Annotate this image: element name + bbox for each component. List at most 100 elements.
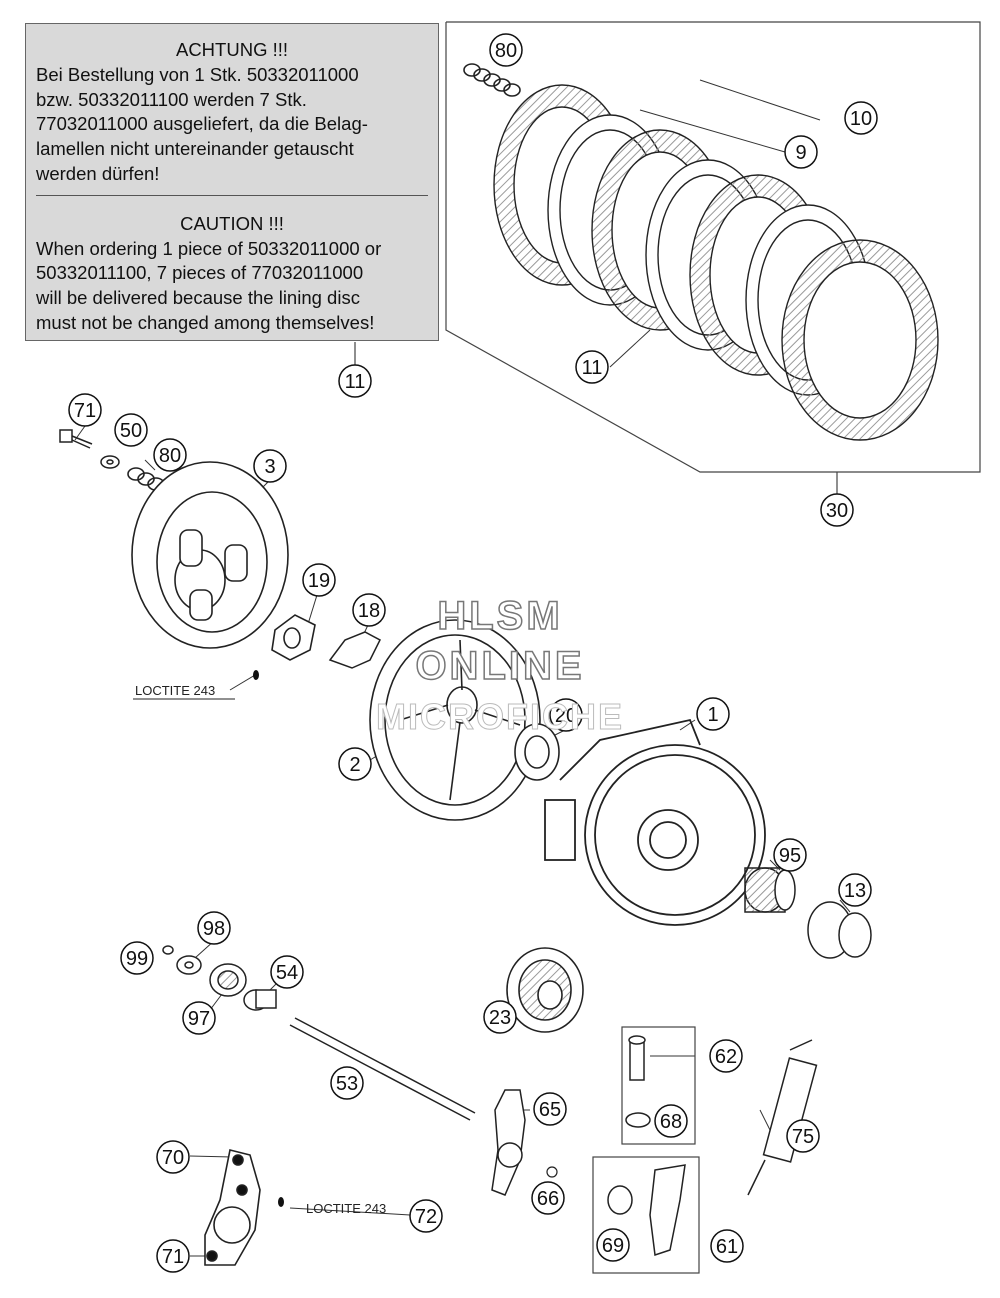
german-notice-line: 77032011000 ausgeliefert, da die Belag- — [36, 113, 368, 135]
svg-text:20: 20 — [555, 705, 577, 727]
svg-text:69: 69 — [602, 1235, 624, 1257]
callout-68: 68 — [654, 1104, 688, 1138]
notice-divider — [36, 194, 428, 196]
circlip-99 — [162, 945, 174, 955]
bleeder-screw — [628, 1035, 646, 1081]
english-notice-title: CAUTION !!! — [180, 212, 284, 234]
svg-text:2: 2 — [349, 754, 360, 776]
svg-text:11: 11 — [345, 371, 366, 393]
callout-54: 54 — [270, 955, 304, 989]
svg-text:61: 61 — [716, 1236, 738, 1258]
svg-text:9: 9 — [795, 142, 806, 164]
svg-text:13: 13 — [844, 880, 866, 902]
svg-text:72: 72 — [415, 1206, 437, 1228]
spring-80 — [463, 63, 521, 97]
lever-61 — [649, 1164, 686, 1257]
german-notice-line: bzw. 50332011100 werden 7 Stk. — [36, 88, 307, 110]
german-notice-title: ACHTUNG !!! — [175, 39, 289, 60]
english-notice-line: must not be changed among themselves! — [36, 311, 375, 333]
callout-95: 95 — [773, 838, 807, 872]
seal-ring-68 — [625, 1112, 651, 1128]
callout-9: 9 — [784, 135, 818, 169]
callout-11: 11 — [338, 364, 372, 398]
callout-13: 13 — [838, 873, 872, 907]
svg-text:65: 65 — [539, 1099, 561, 1121]
inner-hub-2 — [369, 619, 541, 821]
slave-cylinder-70 — [204, 1149, 261, 1266]
callout-69: 69 — [596, 1228, 630, 1262]
loctite-drops — [253, 670, 284, 1207]
callout-65: 65 — [533, 1092, 567, 1126]
callout-98: 98 — [197, 911, 231, 945]
svg-text:3: 3 — [264, 456, 275, 478]
german-notice-line: lamellen nicht untereinander getauscht — [36, 138, 354, 160]
svg-text:53: 53 — [336, 1073, 358, 1095]
friction-disc — [781, 239, 939, 441]
push-rod-53 — [289, 1017, 476, 1121]
callout-99: 99 — [120, 941, 154, 975]
svg-text:80: 80 — [159, 445, 181, 467]
svg-text:23: 23 — [489, 1007, 511, 1029]
english-notice-line: will be delivered because the lining dis… — [36, 287, 360, 309]
svg-text:62: 62 — [715, 1046, 737, 1068]
piston-bracket-61 — [592, 1156, 700, 1274]
seal-69 — [607, 1185, 633, 1215]
svg-text:95: 95 — [779, 845, 801, 867]
svg-text:71: 71 — [74, 400, 96, 422]
bleeder-bracket-62 — [621, 1026, 696, 1145]
callout-71: 71 — [156, 1239, 190, 1273]
svg-text:70: 70 — [162, 1147, 184, 1169]
svg-text:1: 1 — [707, 704, 718, 726]
disc-kit-bracket — [354, 21, 981, 495]
callout-20: 20 — [549, 698, 583, 732]
loctite-label-upper: LOCTITE 243 — [135, 683, 215, 698]
gear-23 — [506, 947, 584, 1033]
callout-53: 53 — [330, 1066, 364, 1100]
german-notice-line: werden dürfen! — [36, 162, 160, 184]
callout-72: 72 — [409, 1199, 443, 1233]
svg-text:98: 98 — [203, 918, 225, 940]
svg-text:99: 99 — [126, 948, 148, 970]
callout-2: 2 — [338, 747, 372, 781]
callout-61: 61 — [710, 1229, 744, 1263]
svg-text:11: 11 — [582, 357, 603, 379]
callout-80: 80 — [489, 33, 523, 67]
lock-washer-18 — [328, 631, 381, 669]
english-notice-line: When ordering 1 piece of 50332011000 or — [36, 237, 382, 259]
svg-text:54: 54 — [276, 962, 298, 984]
callout-62: 62 — [709, 1039, 743, 1073]
german-notice-line: Bei Bestellung von 1 Stk. 50332011000 — [36, 63, 359, 85]
svg-text:30: 30 — [826, 500, 848, 522]
callout-97: 97 — [182, 1001, 216, 1035]
svg-text:66: 66 — [537, 1188, 559, 1210]
bushing-13 — [807, 901, 872, 959]
gasket-65 — [491, 1089, 526, 1196]
english-notice: CAUTION !!! When ordering 1 piece of 503… — [26, 196, 438, 336]
svg-text:19: 19 — [308, 570, 330, 592]
svg-text:10: 10 — [850, 108, 872, 130]
washer-20 — [514, 723, 560, 781]
svg-text:80: 80 — [495, 40, 517, 62]
svg-text:18: 18 — [358, 600, 380, 622]
clutch-disc-stack — [493, 84, 939, 441]
needle-bearing-95 — [744, 867, 796, 913]
loctite-label-lower: LOCTITE 243 — [306, 1201, 386, 1216]
callout-80: 80 — [153, 438, 187, 472]
thrust-bearing-97 — [209, 963, 247, 997]
bolt-71 — [59, 429, 93, 449]
pressure-plate-3 — [131, 461, 289, 649]
syringe-75 — [747, 1039, 818, 1196]
washer-50 — [100, 455, 120, 469]
svg-text:71: 71 — [162, 1246, 184, 1268]
outer-clutch-basket-1 — [544, 718, 766, 926]
callout-71: 71 — [68, 393, 102, 427]
callout-10: 10 — [844, 101, 878, 135]
callout-70: 70 — [156, 1140, 190, 1174]
callout-11: 11 — [575, 350, 609, 384]
german-notice: ACHTUNG !!! Bei Bestellung von 1 Stk. 50… — [26, 24, 438, 187]
callout-66: 66 — [531, 1181, 565, 1215]
callout-3: 3 — [253, 449, 287, 483]
washer-98 — [176, 955, 202, 975]
pressure-piece-54 — [243, 989, 277, 1011]
callout-1: 1 — [696, 697, 730, 731]
